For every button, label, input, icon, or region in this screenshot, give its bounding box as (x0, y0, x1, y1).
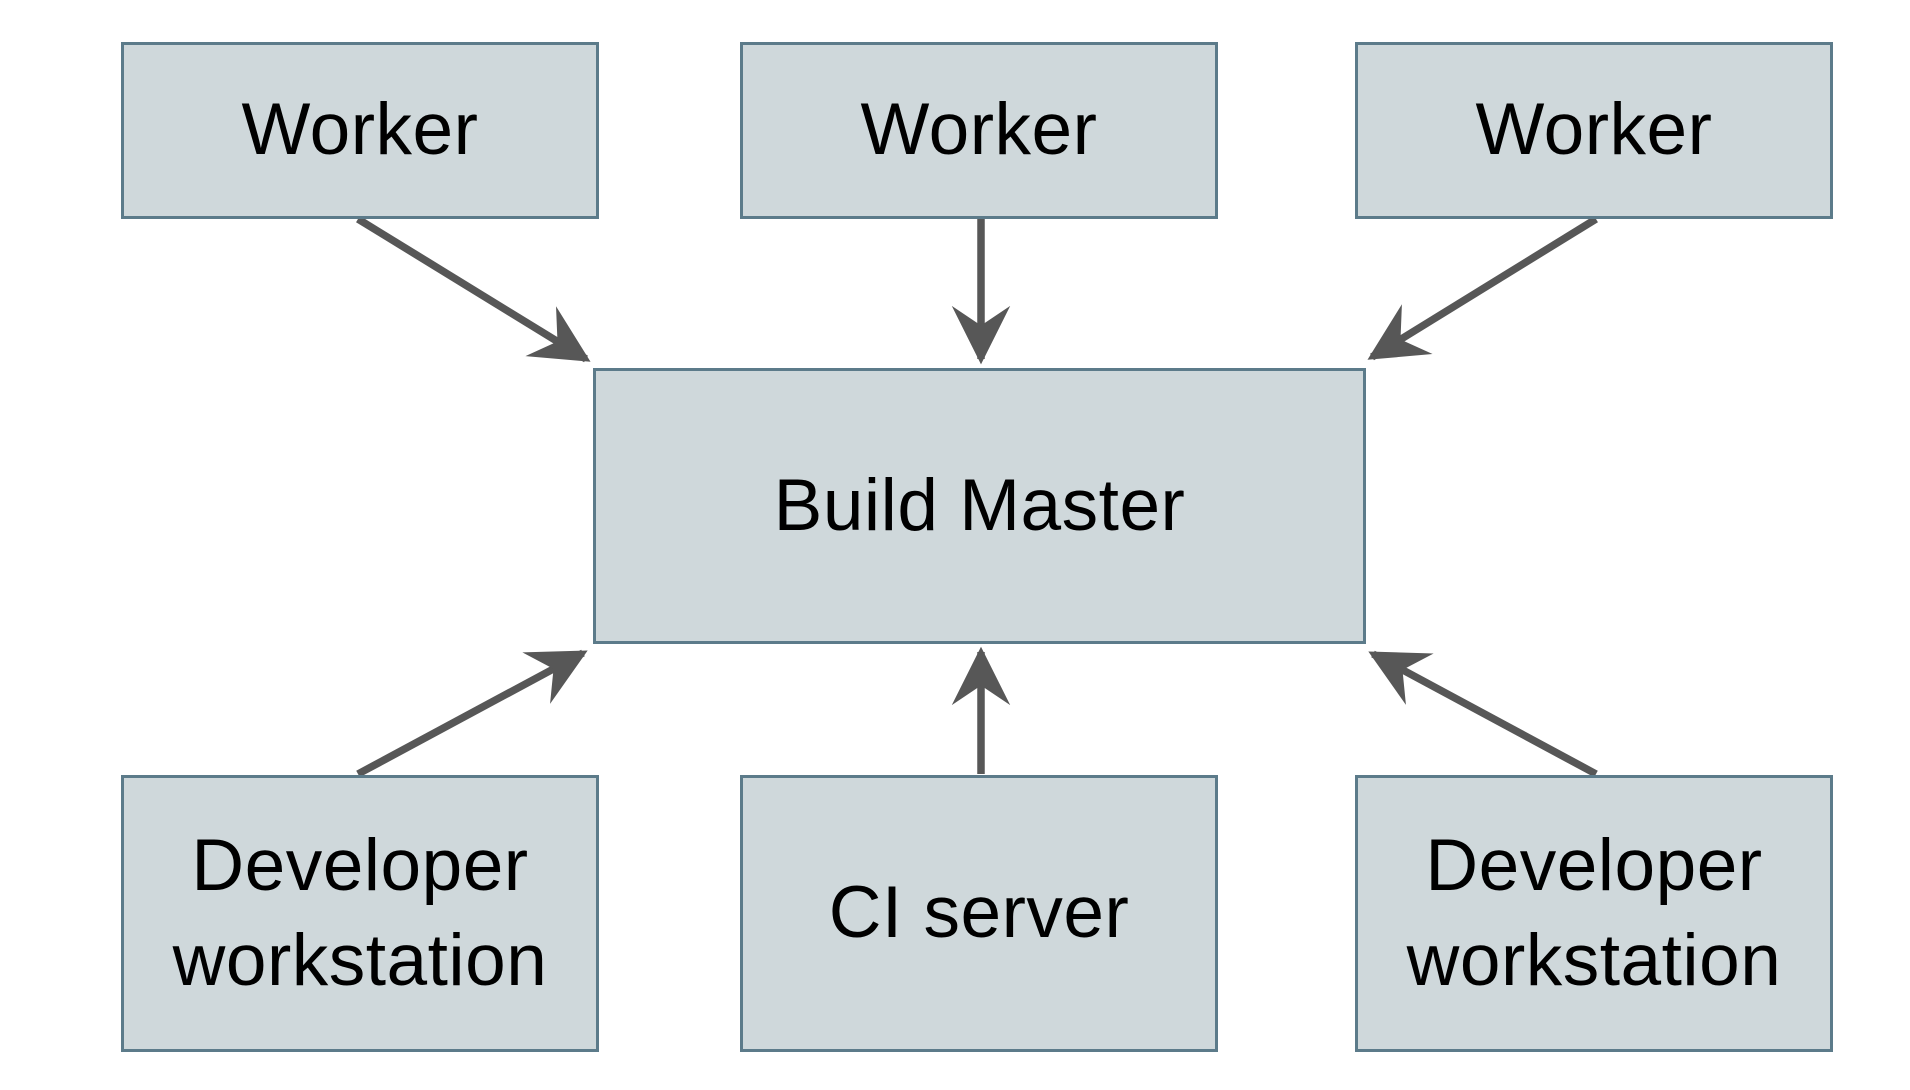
node-ci-server-label: CI server (828, 872, 1130, 954)
node-build-master: Build Master (593, 368, 1366, 644)
node-developer-workstation-2-label: Developer workstation (1406, 824, 1782, 1001)
node-worker-3: Worker (1355, 42, 1833, 219)
node-build-master-label: Build Master (773, 464, 1186, 546)
node-ci-server: CI server (740, 775, 1218, 1052)
arrow-developer-workstation-2-to-build-master (1368, 650, 1598, 778)
arrow-worker-3-to-build-master (1367, 215, 1598, 361)
node-worker-3-label: Worker (1475, 89, 1713, 171)
arrow-worker-1-to-build-master (356, 215, 591, 363)
arrow-developer-workstation-1-to-build-master (356, 649, 588, 778)
node-worker-1-label: Worker (241, 89, 479, 171)
node-worker-2: Worker (740, 42, 1218, 219)
node-worker-1: Worker (121, 42, 599, 219)
node-developer-workstation-1: Developer workstation (121, 775, 599, 1052)
node-developer-workstation-2: Developer workstation (1355, 775, 1833, 1052)
node-worker-2-label: Worker (860, 89, 1098, 171)
node-developer-workstation-1-label: Developer workstation (172, 824, 548, 1001)
